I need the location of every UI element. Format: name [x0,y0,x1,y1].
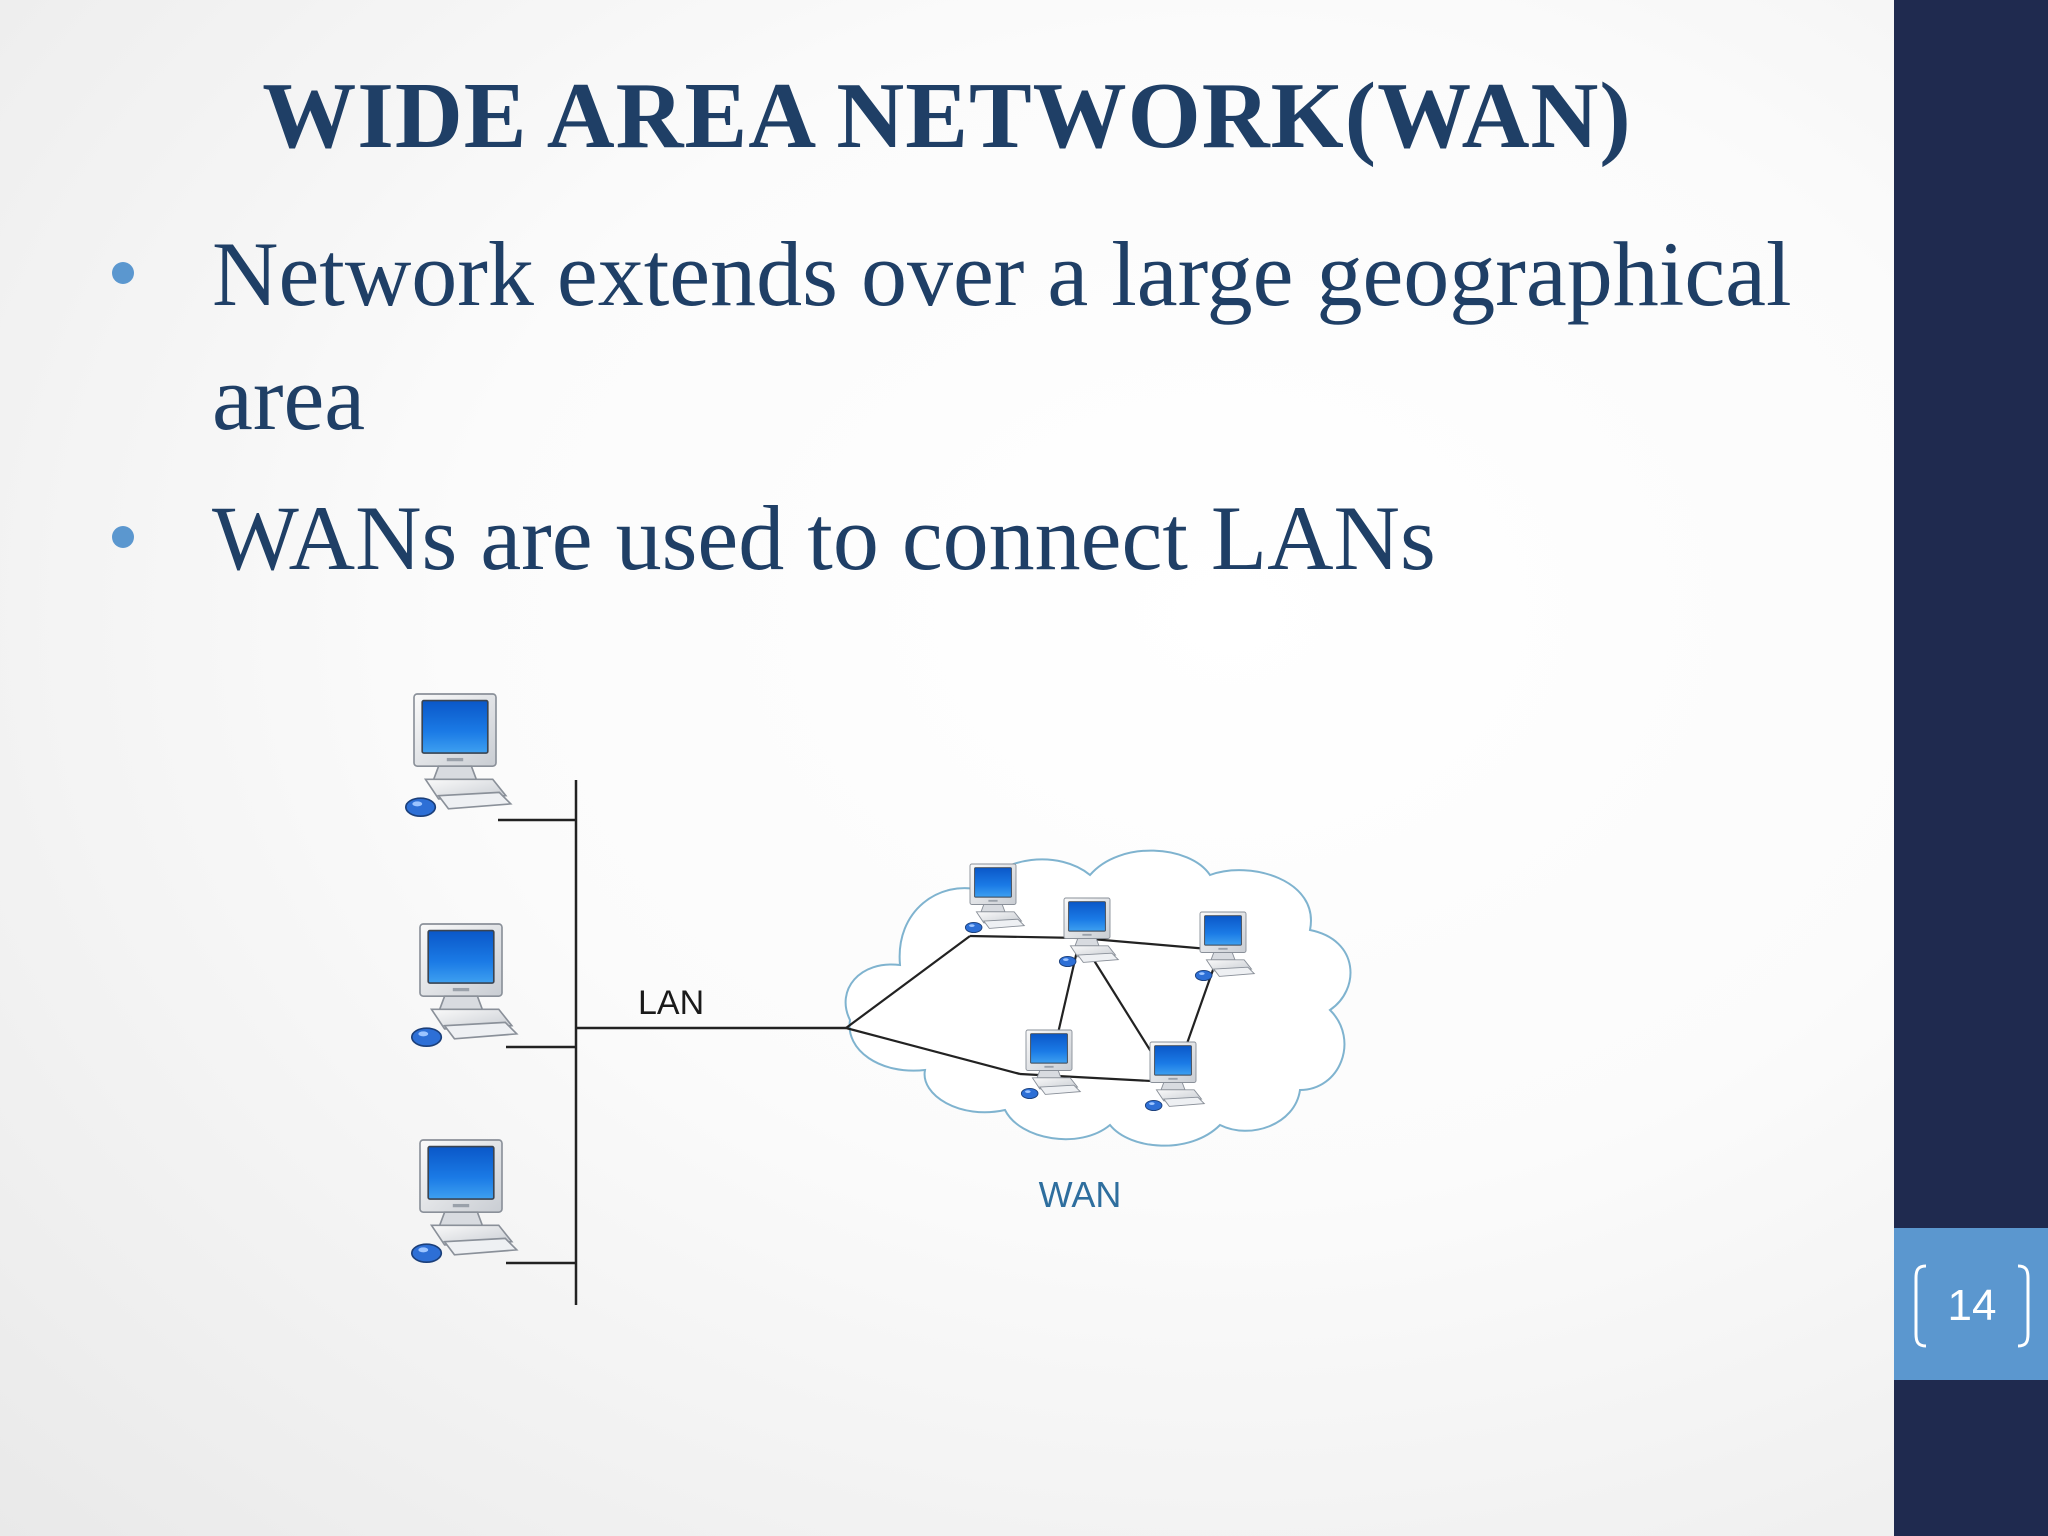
bullet-item: Network extends over a large geographica… [100,212,1820,460]
bullet-item: WANs are used to connect LANs [100,476,1820,600]
page-number: 14 [1947,1281,1997,1330]
bullet-list: Network extends over a large geographica… [100,212,1820,616]
lan-label: LAN [638,984,704,1022]
wan-computer-icon [1144,1041,1205,1112]
bullet-text: Network extends over a large geographica… [212,223,1792,449]
slide-title: WIDE AREA NETWORK(WAN) [262,64,1632,168]
wan-computer-icon [1058,897,1119,968]
lan-computer-icon [410,923,518,1047]
wan-cloud [844,849,1352,1147]
wan-diagram: LAN WAN [404,693,1352,1305]
wan-computer-icon [1194,911,1255,982]
bullet-dot-icon [112,526,134,548]
wan-computer-icon [964,863,1025,934]
lan-computer-icon [404,693,512,817]
slide: WIDE AREA NETWORK(WAN) Network extends o… [100,64,1820,1305]
wan-label: WAN [1039,1174,1122,1215]
page-number-bracket [1914,1264,2030,1348]
bullet-dot-icon [112,262,134,284]
lan-computer-icon [410,1139,518,1263]
page-number-box [1894,1228,2048,1380]
wan-computer-icon [1020,1029,1081,1100]
bullet-text: WANs are used to connect LANs [212,487,1436,589]
